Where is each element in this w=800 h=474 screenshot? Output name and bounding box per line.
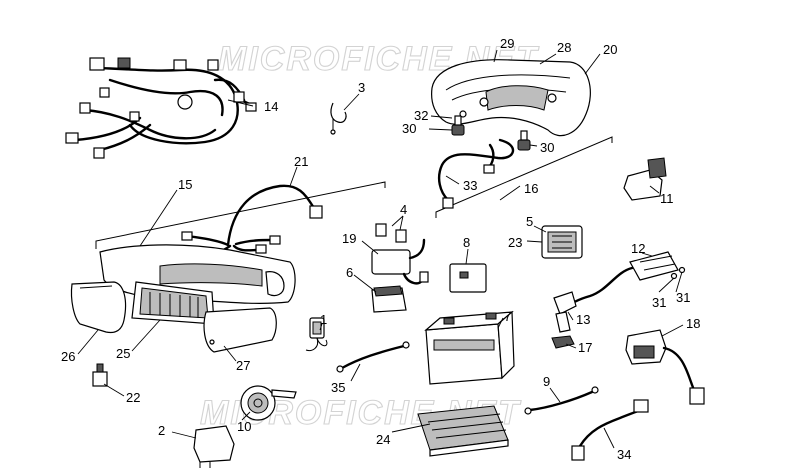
relay-11	[623, 157, 667, 201]
connector-22	[92, 363, 108, 387]
bulb-socket-right	[517, 130, 531, 151]
callout-labels: 14 3 29 28 20 32 30 30 33 16 11 21 15 4 …	[61, 36, 700, 462]
label-5: 5	[526, 214, 533, 229]
label-25: 25	[116, 346, 130, 361]
cable-clip	[330, 102, 347, 135]
label-16: 16	[524, 181, 538, 196]
fuse-b	[395, 229, 407, 243]
label-29: 29	[500, 36, 514, 51]
harness-connector-a	[89, 57, 105, 71]
horn	[240, 385, 297, 421]
right-cover	[203, 307, 277, 353]
label-21: 21	[294, 154, 308, 169]
harness-ring-terminal	[177, 94, 193, 110]
spark-plug-cap	[553, 291, 577, 333]
label-18: 18	[686, 316, 700, 331]
connector-unit-18	[625, 329, 705, 405]
tail-lamp-assembly	[431, 59, 591, 137]
fuse-a	[375, 223, 387, 237]
left-cover	[70, 281, 127, 334]
leader-lines	[77, 49, 684, 449]
label-34: 34	[617, 447, 631, 462]
label-28: 28	[557, 40, 571, 55]
adapter-cable	[571, 399, 649, 461]
label-14: 14	[264, 99, 278, 114]
sensor-1	[305, 317, 328, 351]
label-13: 13	[576, 312, 590, 327]
label-1: 1	[320, 312, 327, 327]
headlight-lens	[131, 281, 215, 325]
label-20: 20	[603, 42, 617, 57]
label-30-right: 30	[540, 140, 554, 155]
label-27: 27	[236, 358, 250, 373]
label-35: 35	[331, 380, 345, 395]
label-2: 2	[158, 423, 165, 438]
ignition-module	[541, 225, 583, 259]
group-bracket-16	[435, 136, 613, 218]
label-17: 17	[578, 340, 592, 355]
battery	[424, 310, 515, 385]
label-23: 23	[508, 235, 522, 250]
battery-pad	[417, 405, 509, 457]
label-33: 33	[463, 178, 477, 193]
relay-2	[193, 425, 235, 468]
label-26: 26	[61, 349, 75, 364]
group-bracket-15	[95, 181, 386, 249]
label-31-left: 31	[652, 295, 666, 310]
ground-cable	[524, 386, 599, 415]
label-10: 10	[237, 419, 251, 434]
label-4: 4	[400, 202, 407, 217]
label-31-right: 31	[676, 290, 690, 305]
label-7: 7	[504, 309, 511, 324]
fuse-holder	[371, 223, 429, 285]
bulb	[459, 110, 467, 118]
ignition-coil	[564, 251, 686, 310]
tail-lamp-wiring	[437, 138, 515, 209]
label-12: 12	[631, 241, 645, 256]
label-11: 11	[660, 191, 674, 206]
label-8: 8	[463, 235, 470, 250]
label-24: 24	[376, 432, 390, 447]
bolt	[670, 272, 678, 280]
regulator	[449, 263, 487, 293]
fuse-box	[371, 285, 407, 313]
label-32: 32	[414, 108, 428, 123]
label-22: 22	[126, 390, 140, 405]
tail-lamp-lens	[485, 85, 549, 111]
label-15: 15	[178, 177, 192, 192]
main-wiring-harness	[65, 57, 257, 159]
battery-cable	[336, 341, 410, 373]
label-3: 3	[358, 80, 365, 95]
label-30-left: 30	[402, 121, 416, 136]
label-6: 6	[346, 265, 353, 280]
label-9: 9	[543, 374, 550, 389]
label-19: 19	[342, 231, 356, 246]
